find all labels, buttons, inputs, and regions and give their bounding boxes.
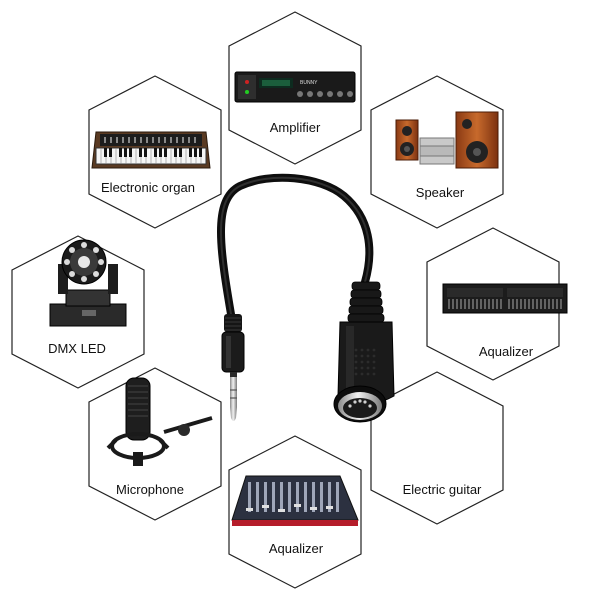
label-electronic-organ: Electronic organ: [101, 180, 195, 195]
label-aqualizer-rack: Aqualizer: [479, 344, 534, 359]
keyboard-icon: [91, 131, 211, 169]
label-microphone: Microphone: [116, 482, 184, 497]
amplifier-icon: BUNNY: [234, 71, 356, 103]
hex-microphone: [88, 367, 222, 521]
label-dmx-led: DMX LED: [48, 341, 106, 356]
label-amplifier: Amplifier: [270, 120, 321, 135]
amplifier-badge: BUNNY: [300, 80, 318, 86]
speaker-icon: [395, 111, 499, 169]
hex-electric-guitar: [370, 371, 504, 525]
label-speaker: Speaker: [416, 185, 465, 200]
trs-plug-icon: [221, 314, 245, 421]
equalizer-rack-icon: [442, 283, 568, 314]
moving-head-light-icon: [49, 239, 127, 327]
microphone-icon: [106, 377, 213, 466]
mixing-console-icon: [231, 475, 359, 526]
label-aqualizer-mixer: Aqualizer: [269, 541, 324, 556]
label-electric-guitar: Electric guitar: [403, 482, 482, 497]
din-connector-icon: [333, 281, 395, 423]
midi-cable-image: [217, 173, 395, 423]
